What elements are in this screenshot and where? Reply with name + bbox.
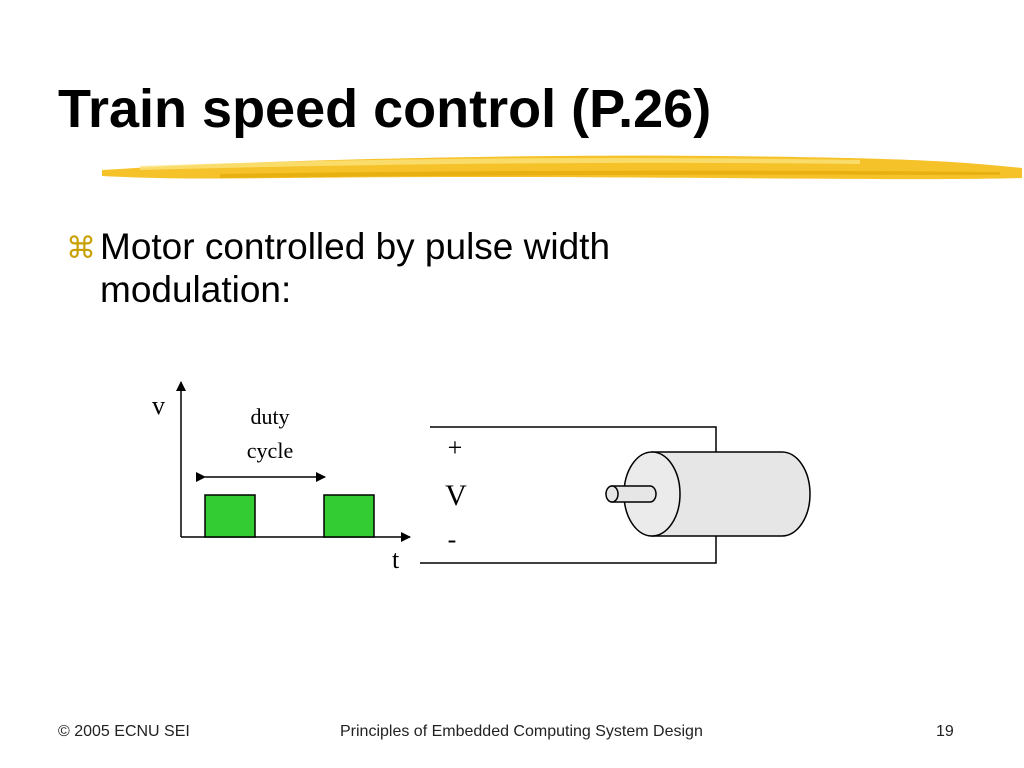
bullet-text: Motor controlled by pulse width modulati… bbox=[100, 226, 611, 310]
slide-title: Train speed control (P.26) bbox=[58, 79, 712, 139]
motor-icon bbox=[605, 451, 811, 537]
minus-terminal-label: - bbox=[448, 525, 457, 554]
plus-terminal-label: + bbox=[448, 433, 463, 462]
circuit-wire-bottom bbox=[420, 534, 717, 564]
pwm-pulse bbox=[323, 494, 375, 538]
bullet-item: ⌘ Motor controlled by pulse width modula… bbox=[66, 226, 780, 311]
footer-course-title: Principles of Embedded Computing System … bbox=[340, 723, 703, 740]
title-underline-stroke bbox=[102, 155, 1022, 180]
pwm-pulse bbox=[204, 494, 256, 538]
voltage-label: V bbox=[445, 479, 467, 512]
t-axis-label: t bbox=[392, 545, 400, 574]
command-key-bullet-icon: ⌘ bbox=[66, 231, 96, 266]
duty-cycle-label: duty bbox=[250, 404, 289, 429]
duty-cycle-label: cycle bbox=[247, 438, 293, 463]
footer-copyright: © 2005 ECNU SEI bbox=[58, 723, 190, 740]
circuit-wire-top bbox=[430, 426, 717, 458]
pwm-motor-diagram: v t duty cycle + V - bbox=[152, 381, 811, 574]
v-axis-label: v bbox=[152, 391, 165, 420]
footer-page-number: 19 bbox=[936, 723, 954, 740]
